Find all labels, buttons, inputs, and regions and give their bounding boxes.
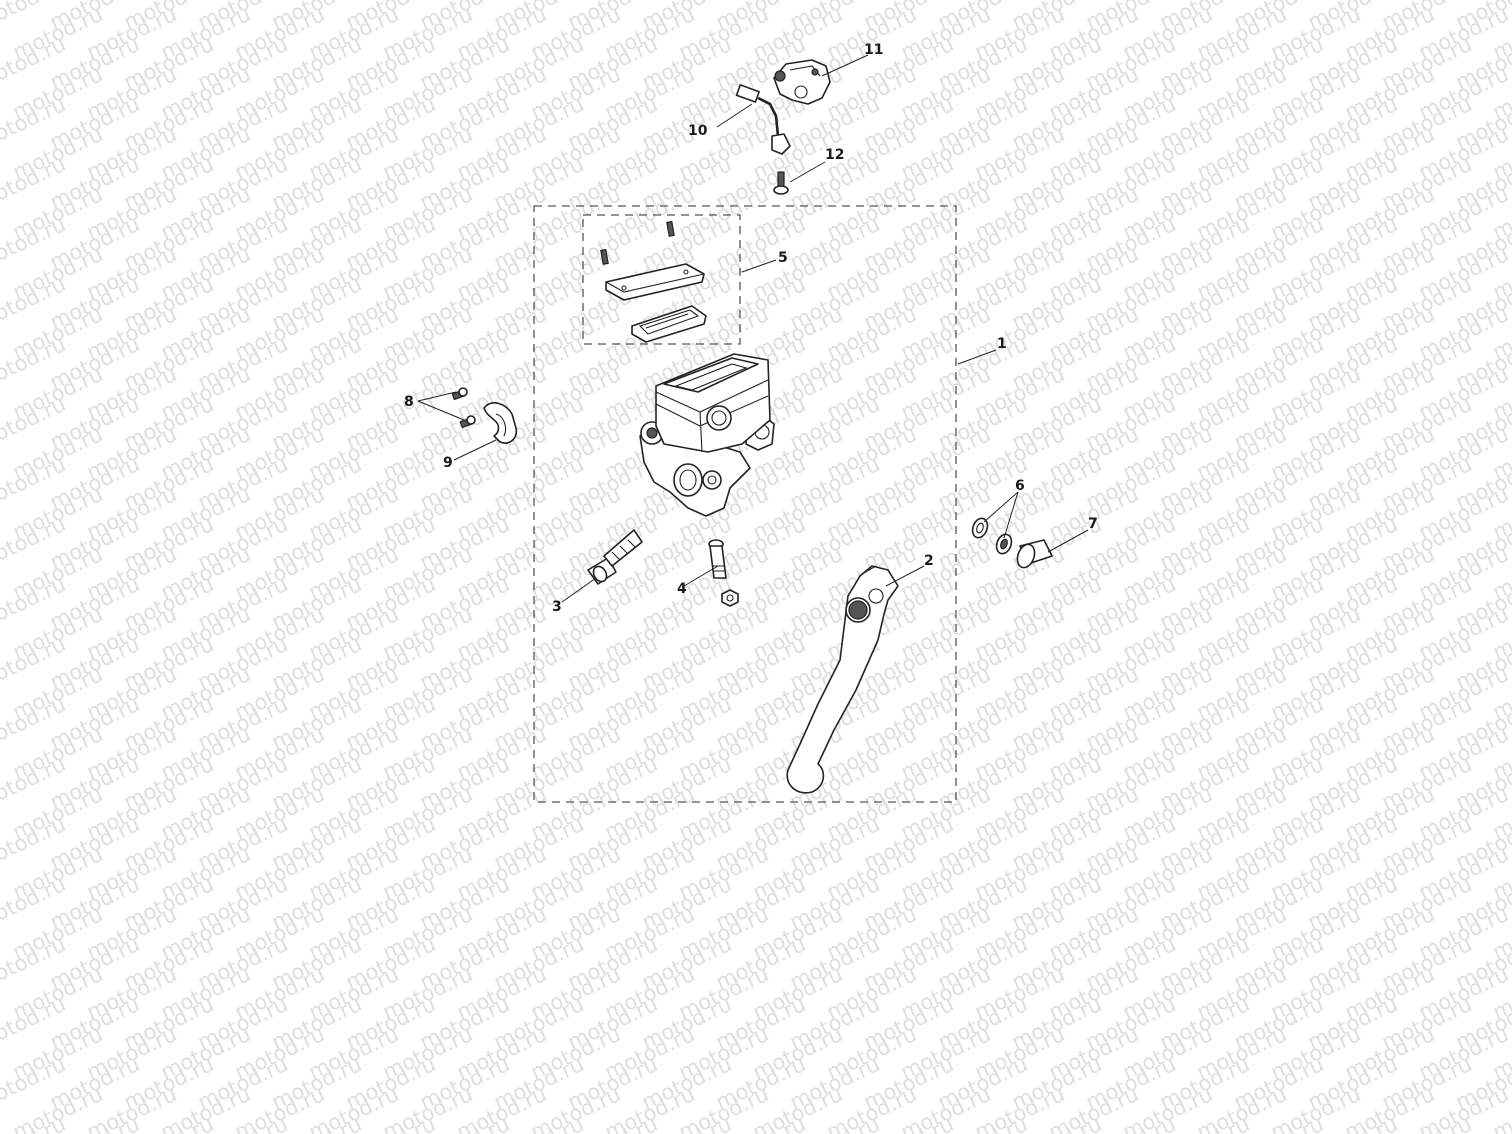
callout-9: 9 <box>443 455 453 471</box>
callout-11: 11 <box>864 42 883 58</box>
callout-8: 8 <box>404 394 414 410</box>
callout-2: 2 <box>924 553 934 569</box>
callout-3: 3 <box>552 599 562 615</box>
callout-12: 12 <box>825 147 844 163</box>
callout-6: 6 <box>1015 478 1025 494</box>
callout-10: 10 <box>688 123 708 139</box>
callout-7: 7 <box>1088 516 1098 532</box>
callout-4: 4 <box>677 581 687 597</box>
callout-5: 5 <box>778 250 788 266</box>
callout-1: 1 <box>997 336 1007 352</box>
